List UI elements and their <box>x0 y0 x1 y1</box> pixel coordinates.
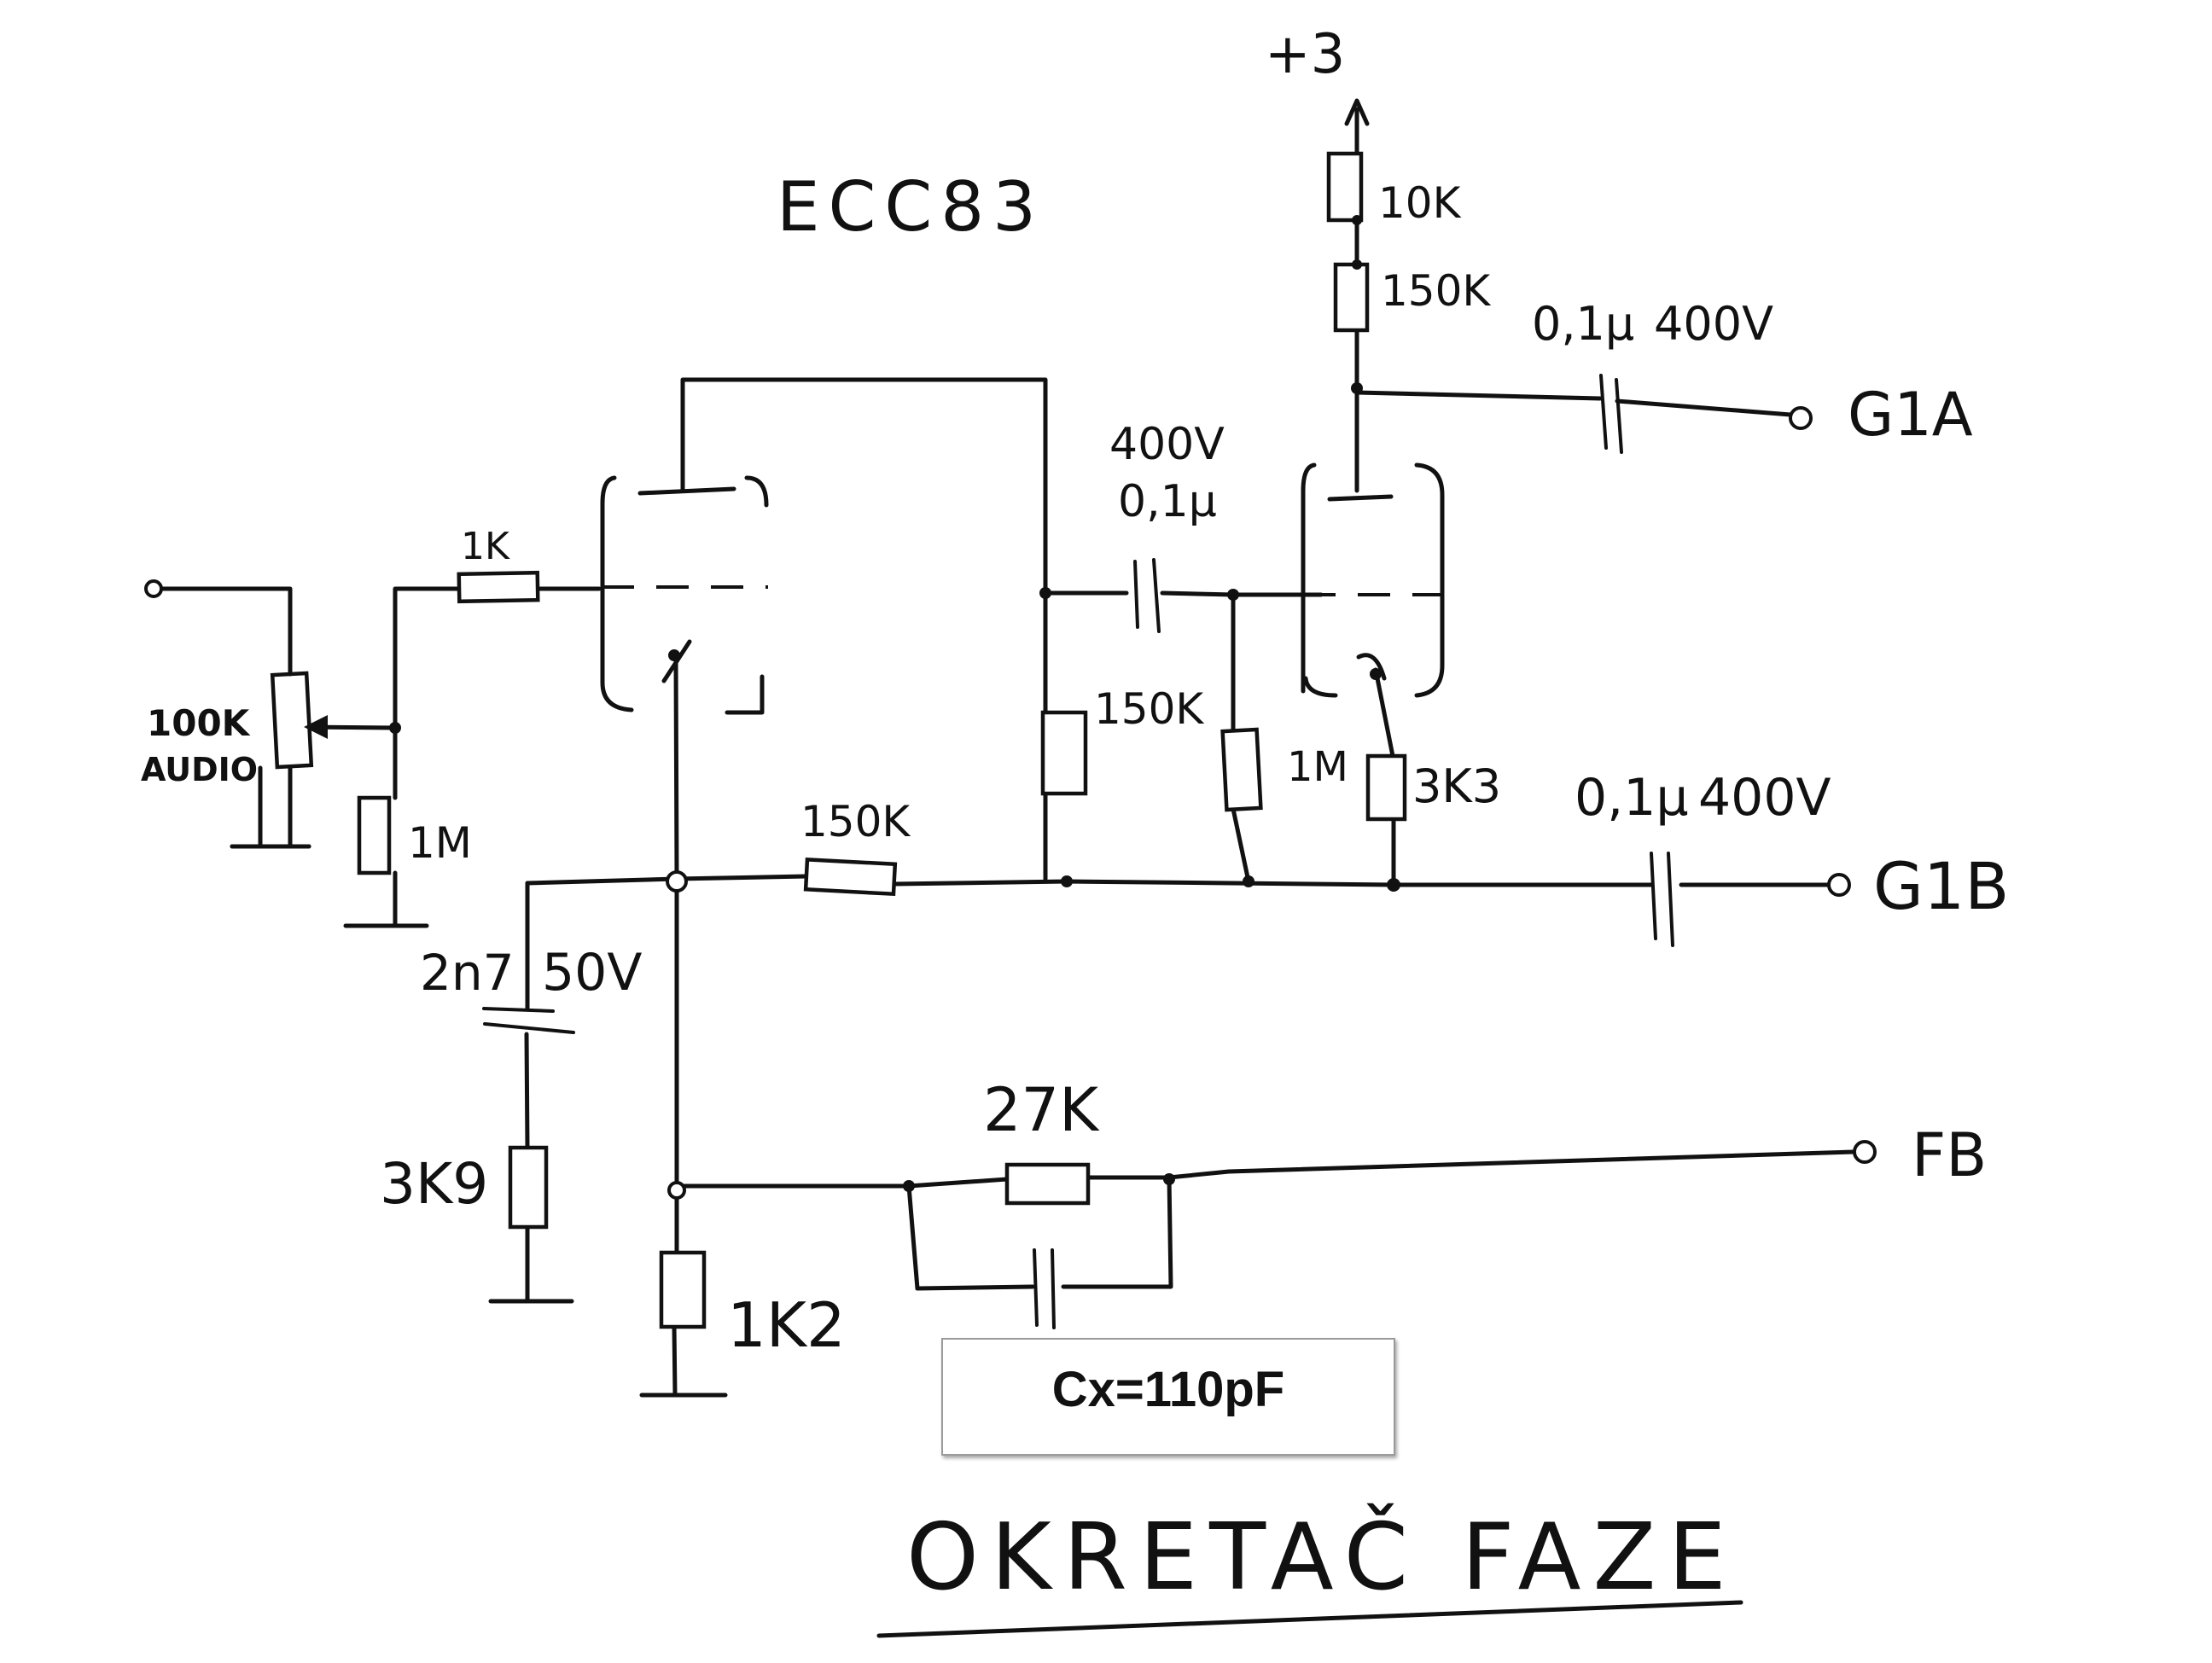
resistor-150k-mid <box>1040 710 1088 796</box>
label-c-couple-value: 0,1μ <box>1118 476 1217 527</box>
label-1k: 1K <box>461 525 510 568</box>
resistor-1k2 <box>659 1250 707 1329</box>
pot-wiper-arrow <box>304 715 328 739</box>
output-label-fb: FB <box>1912 1120 1987 1190</box>
resistor-1m-grid2 <box>1220 727 1263 812</box>
resistor-150k-bus <box>803 857 898 897</box>
label-27k: 27K <box>983 1075 1100 1145</box>
pot-ground <box>230 765 311 849</box>
label-150k-bus: 150K <box>800 797 911 846</box>
resistor-27k <box>1004 1162 1091 1206</box>
resistor-1m-grid <box>357 795 392 875</box>
label-c-out-a-voltage: 400V <box>1654 297 1773 351</box>
schematic-title: OKRETAČ FAZE <box>906 1503 1738 1611</box>
capacitor-g1b <box>1650 852 1674 947</box>
label-3k3: 3K3 <box>1412 759 1501 813</box>
capacitors <box>482 374 1674 1329</box>
tube-2-left-envelope <box>1301 462 1317 694</box>
supply-label: +3 <box>1265 23 1345 86</box>
label-pot-audio: AUDIO <box>141 751 258 788</box>
label-1k2: 1K2 <box>727 1289 846 1361</box>
label-150k-mid: 150K <box>1094 684 1204 734</box>
cx-note-text: Cx=110pF <box>1051 1361 1285 1417</box>
g1b-terminal <box>1827 873 1851 897</box>
tube-1 <box>600 475 769 715</box>
label-10k: 10K <box>1378 178 1462 228</box>
label-3k9: 3K9 <box>380 1151 488 1217</box>
input-terminal <box>144 579 163 598</box>
label-pot-100k: 100K <box>147 702 251 744</box>
label-c-couple-voltage: 400V <box>1109 419 1225 470</box>
junctions <box>389 215 1400 1200</box>
cx-note-box: Cx=110pF <box>941 1338 1395 1456</box>
capacitor-2n7 <box>482 1007 575 1034</box>
tube-2 <box>1301 462 1445 698</box>
label-150k-top: 150K <box>1381 266 1491 316</box>
tube-1-cathode <box>661 639 692 683</box>
label-1m-grid2: 1M <box>1287 743 1348 791</box>
label-c-out-b-voltage: 400V <box>1698 768 1831 828</box>
output-label-g1a: G1A <box>1848 380 1973 450</box>
label-2n7-voltage: 50V <box>542 943 642 1003</box>
g1a-terminal <box>1789 406 1813 430</box>
label-2n7: 2n7 <box>420 944 515 1002</box>
label-1m-grid: 1M <box>408 818 472 868</box>
tube-2-cathode <box>1356 653 1387 681</box>
resistor-3k9 <box>508 1145 549 1230</box>
tube-1-bottom-right-envelope <box>725 674 765 715</box>
resistor-3k3 <box>1365 753 1407 822</box>
title-underline <box>876 1600 1743 1638</box>
resistor-10k <box>1326 151 1364 223</box>
resistor-1k <box>457 570 540 604</box>
tube-1-plate <box>637 486 736 496</box>
potentiometer-100k <box>270 671 314 770</box>
label-c-out-a-value: 0,1μ <box>1532 297 1634 351</box>
fb-terminal <box>1853 1140 1877 1164</box>
tube-1-top-right-envelope <box>744 475 769 508</box>
label-c-out-b-value: 0,1μ <box>1575 768 1689 828</box>
resistors <box>230 151 1407 1329</box>
resistor-150k-plate <box>1333 262 1370 333</box>
capacitor-g1a <box>1599 374 1623 454</box>
capacitor-coupling <box>1133 558 1161 633</box>
tube-2-plate <box>1327 494 1394 502</box>
tube-type-label: ECC83 <box>777 167 1045 247</box>
tube-2-bottom-envelope <box>1303 676 1338 698</box>
capacitor-cx <box>1033 1248 1056 1329</box>
output-label-g1b: G1B <box>1873 848 2009 924</box>
tube-1-left-envelope <box>600 475 634 712</box>
tube-2-right-envelope <box>1414 462 1445 698</box>
